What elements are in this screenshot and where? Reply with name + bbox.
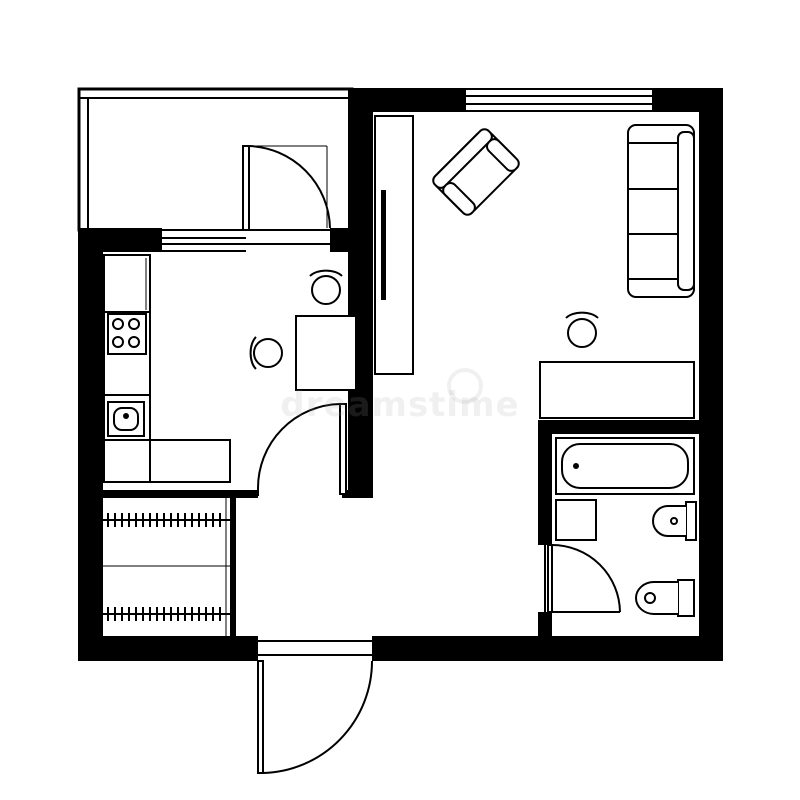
exterior-walls <box>78 88 723 661</box>
kitchen-chair-left <box>249 336 283 370</box>
kitchen-counter <box>103 254 231 483</box>
toilet-icon <box>635 579 695 617</box>
entrance-door <box>257 636 373 774</box>
washbasin-icon <box>652 501 697 541</box>
stove-icon <box>107 313 147 355</box>
kitchen-table <box>295 315 357 391</box>
kitchen-door <box>257 403 347 500</box>
balcony <box>77 87 354 232</box>
window-top <box>466 88 652 112</box>
closet-hangers-top <box>107 513 221 527</box>
closet-hangers-bottom <box>107 607 221 621</box>
armchair-icon <box>432 128 520 216</box>
kitchen-chair-top <box>309 269 343 305</box>
bathroom-door <box>538 544 621 613</box>
tv-wardrobe <box>374 115 414 375</box>
desk-chair <box>565 311 599 348</box>
sofa-icon <box>627 124 695 298</box>
window-kitchen <box>162 228 246 252</box>
washing-machine-icon <box>555 499 597 541</box>
bathtub-icon <box>555 437 695 495</box>
desk <box>539 361 695 419</box>
closet <box>103 498 230 636</box>
balcony-door <box>242 145 331 252</box>
sink-icon <box>107 401 145 437</box>
